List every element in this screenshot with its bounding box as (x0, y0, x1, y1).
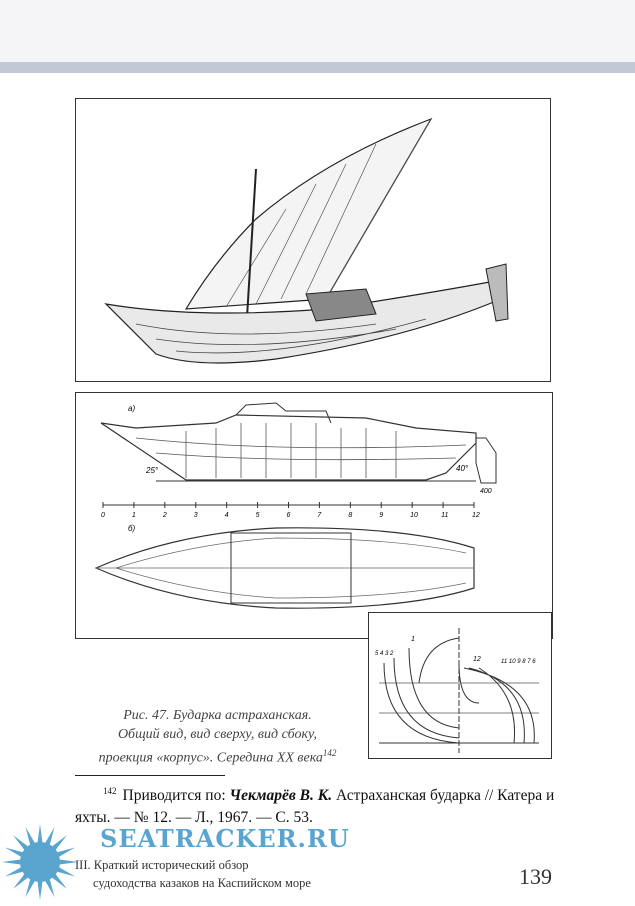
scale-tick-label: 11 (441, 512, 448, 519)
running-footer: III. Краткий исторический обзор судоходс… (75, 856, 311, 892)
dimension-label: 400 (480, 488, 492, 495)
footer-line-2: судоходства казаков на Каспийском море (93, 876, 311, 890)
scale-tick-label: 5 (256, 512, 260, 519)
sunburst-ray (2, 859, 23, 865)
body-plan-left-numbers: 5 4 3 2 (375, 651, 394, 657)
body-plan-drawing: 5 4 3 2 1 12 11 10 9 8 7 6 (375, 628, 539, 753)
scale-tick-label: 1 (132, 512, 136, 519)
footer-line-1: III. Краткий исторический обзор (75, 858, 249, 872)
caption-line-3: проекция «корпус». Середина XX века (98, 750, 323, 766)
sunburst-ray (37, 879, 43, 900)
sunburst-ray (4, 866, 25, 877)
body-plan-mid-number: 12 (473, 656, 481, 663)
caption-footnote-ref: 142 (322, 748, 337, 758)
body-plan-top-number: 1 (411, 636, 415, 643)
body-plan-figure: 5 4 3 2 1 12 11 10 9 8 7 6 (368, 612, 552, 759)
scale-tick-label: 8 (348, 512, 352, 519)
footnote-text: Астраханская бударка // Катера и яхты. —… (75, 787, 555, 827)
sunburst-ray (25, 826, 36, 847)
figure-caption: Рис. 47. Бударка астраханская. Общий вид… (75, 706, 360, 768)
sunburst-ray (57, 859, 78, 865)
scale-tick-label: 3 (194, 512, 198, 519)
viewer-top-area (0, 0, 635, 62)
scale-tick-label: 4 (225, 512, 229, 519)
page-number: 139 (519, 864, 552, 889)
scale-tick-label: 2 (162, 512, 167, 519)
sunburst-ray (13, 835, 30, 852)
sunburst-ray (50, 872, 67, 889)
footnote-prefix: Приводится по: (122, 787, 226, 805)
bow-angle: 25° (145, 466, 159, 475)
top-view-label: б) (128, 524, 136, 533)
sunburst-ray (37, 824, 43, 845)
boat-sketch-illustration (104, 117, 509, 364)
sunburst-ray (4, 847, 25, 858)
scale-tick-label: 9 (379, 512, 383, 519)
sunburst-ray (50, 835, 67, 852)
sunburst-ray (55, 866, 76, 877)
sunburst-ray (55, 847, 76, 858)
sunburst-core (20, 842, 60, 882)
watermark-sunburst-icon (2, 824, 78, 900)
body-plan-right-numbers: 11 10 9 8 7 6 (501, 659, 536, 665)
caption-line-2: Общий вид, вид сверху, вид сбоку, (117, 727, 318, 742)
footnote-author: Чекмарёв В. К. (229, 787, 333, 805)
scale-tick-label: 12 (472, 512, 480, 519)
scale-tick-label: 0 (101, 512, 105, 519)
stern-angle: 40° (456, 464, 469, 473)
side-view-label: а) (128, 404, 135, 413)
footnote-divider (75, 775, 225, 776)
footnote-number: 142 (103, 786, 117, 796)
sunburst-ray (44, 877, 55, 898)
scale-tick-label: 6 (287, 512, 291, 519)
sunburst-ray (25, 877, 36, 898)
footnote: 142 Приводится по: Чекмарёв В. К. Астраха… (75, 780, 555, 829)
scale-tick-label: 10 (410, 512, 418, 519)
sunburst-ray (13, 872, 30, 889)
caption-line-1: Рис. 47. Бударка астраханская. (123, 708, 312, 723)
scale-tick-label: 7 (317, 512, 322, 519)
watermark-text: SEATRACKER.RU (100, 824, 350, 853)
sunburst-ray (44, 826, 55, 847)
boat-sketch-figure (75, 98, 551, 382)
viewer-page-separator (0, 62, 635, 73)
